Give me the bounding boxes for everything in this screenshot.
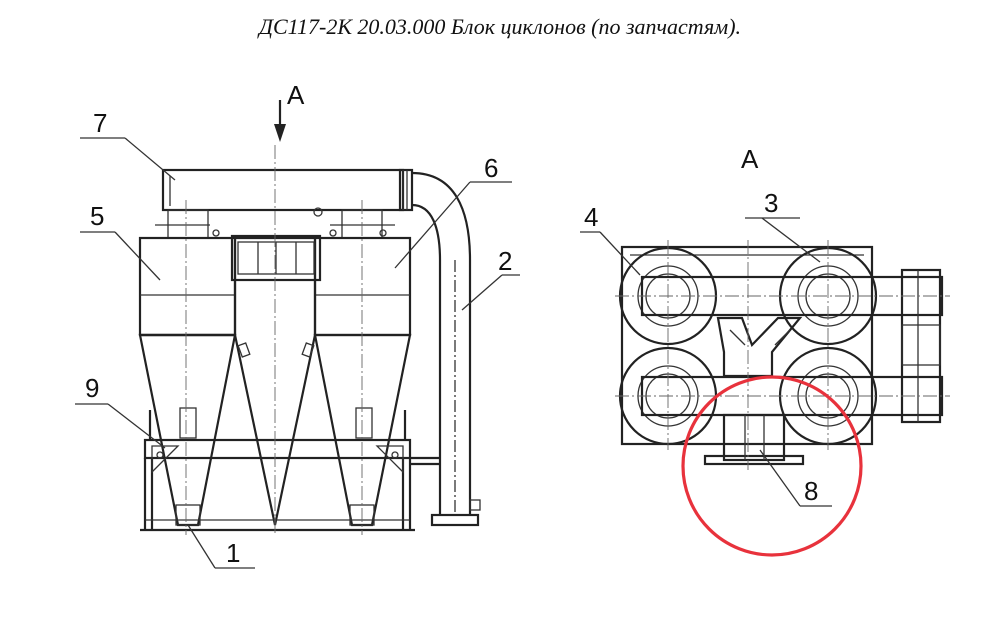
callout-4: 4 [580,202,641,276]
callout-5: 5 [80,201,161,281]
callout-7-label: 7 [93,108,107,138]
callout-2: 2 [461,246,520,311]
right-cyclone [313,236,412,527]
callout-1: 1 [187,524,255,569]
left-cyclone [138,236,237,527]
view-arrow: А [274,80,305,142]
callout-5-label: 5 [90,201,104,231]
front-view: А [75,80,520,569]
callout-3-label: 3 [764,188,778,218]
callout-8-label: 8 [804,476,818,506]
view-a-title: А [741,144,759,174]
callout-7: 7 [80,108,176,181]
callout-6-label: 6 [484,153,498,183]
callout-1-label: 1 [226,538,240,568]
callout-2-label: 2 [498,246,512,276]
callout-6: 6 [394,153,512,269]
bent-pipe [410,171,481,527]
callout-9: 9 [75,373,166,449]
callout-4-label: 4 [584,202,598,232]
highlight-circle [681,375,863,557]
view-arrow-label: А [287,80,305,110]
callout-8: 8 [759,449,832,507]
drawing-title: ДС117-2К 20.03.000 Блок циклонов (по зап… [258,14,742,39]
top-view: А [580,144,950,557]
top-collector-duct [161,168,414,217]
middle-housing [212,229,387,526]
outlet-branch [703,413,805,466]
callout-3: 3 [745,188,821,263]
callout-9-label: 9 [85,373,99,403]
